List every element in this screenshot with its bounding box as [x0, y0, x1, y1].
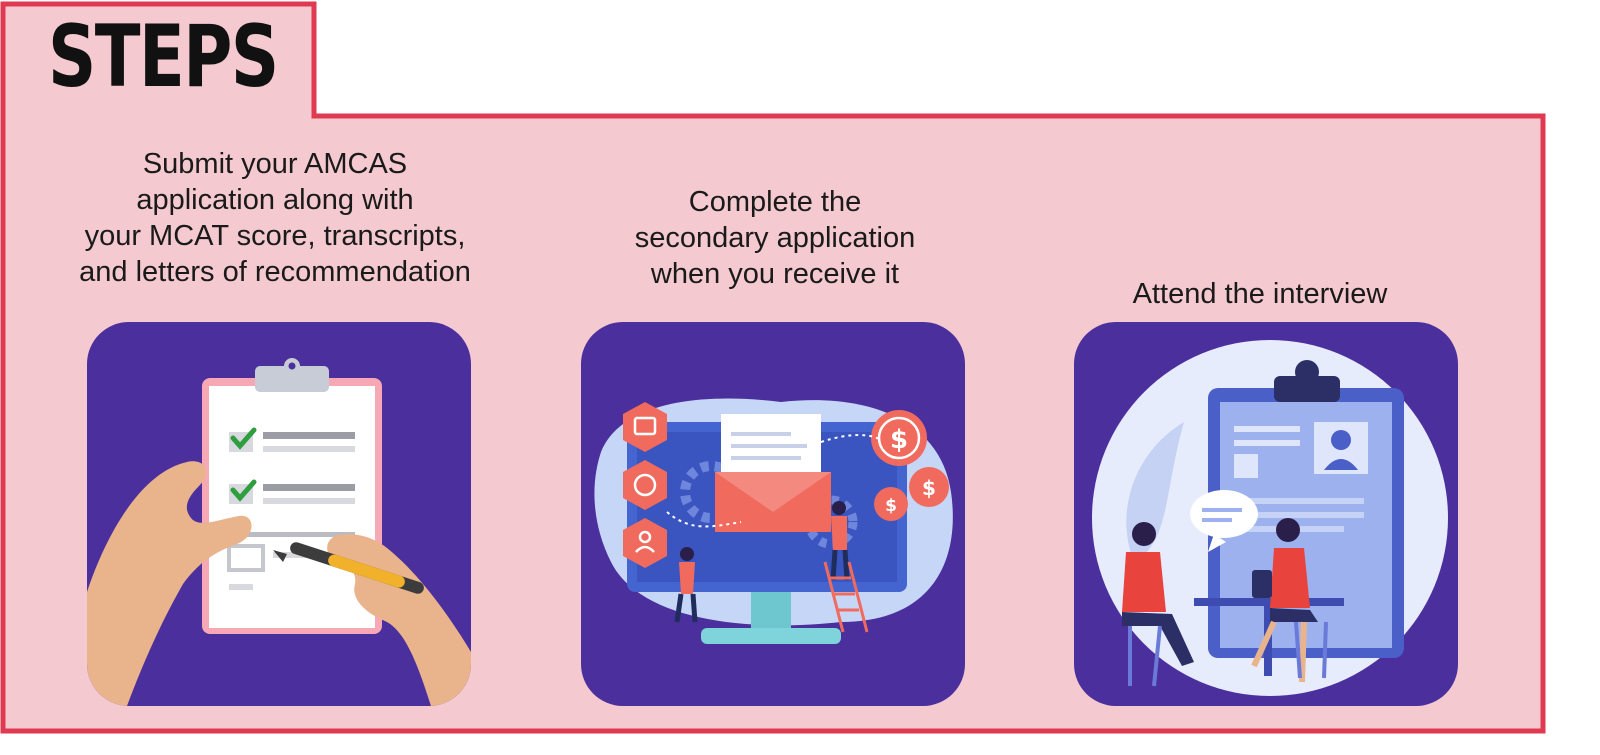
interview-icon [1092, 340, 1448, 696]
svg-text:$: $ [885, 496, 897, 516]
page-title: STEPS [48, 7, 279, 107]
step-3-card [1074, 322, 1458, 706]
step-1-card [87, 322, 471, 706]
step-2-card: $ $ $ [581, 322, 965, 706]
clipboard-checklist-icon [87, 358, 471, 706]
svg-text:$: $ [890, 425, 908, 455]
step-3-text: Attend the interview [1132, 278, 1388, 310]
svg-text:$: $ [922, 476, 936, 500]
step-2-text: Complete the secondary application when … [634, 186, 916, 290]
email-application-icon: $ $ $ [594, 398, 953, 644]
step-1-text: Submit your AMCAS application along with… [79, 148, 471, 288]
